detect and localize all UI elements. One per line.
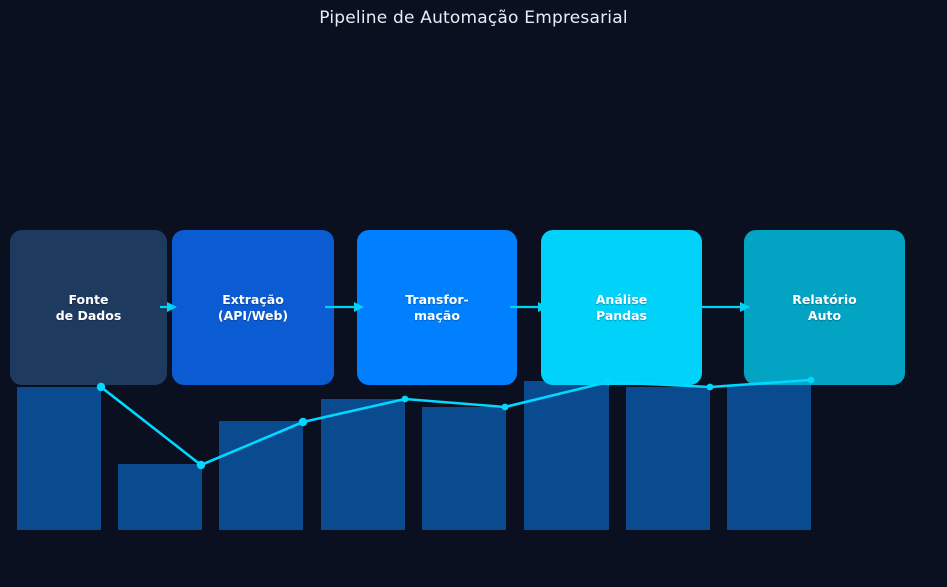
trend-line-marker [298,417,308,427]
trend-line-marker [96,382,106,392]
pipeline-stage-fonte-de-dados[interactable]: Fonte de Dados [10,230,167,385]
arrow-head-icon [167,302,177,312]
pipeline-stage-label: Análise Pandas [595,291,648,323]
pipeline-stage-relatorio-auto[interactable]: Relatório Auto [744,230,905,385]
pipeline-arrow-analise-pandas-to-relatorio-auto [695,302,750,312]
pipeline-stage-extracao-api-web[interactable]: Extração (API/Web) [172,230,334,385]
page-title: Pipeline de Automação Empresarial [319,8,628,28]
chart-bar [524,381,609,530]
chart-bar [727,385,811,530]
pipeline-stage-label: Transfor- mação [405,291,469,323]
arrow-head-icon [538,302,548,312]
chart-bar [118,464,202,530]
trend-line-marker [401,395,409,403]
pipeline-stage-label: Extração (API/Web) [217,291,289,323]
pipeline-arrow-fonte-de-dados-to-extracao-api-web [160,302,177,312]
arrow-head-icon [740,302,750,312]
chart-bar [321,399,405,530]
trend-line-path [99,378,813,467]
pipeline-stage-analise-pandas[interactable]: Análise Pandas [541,230,702,385]
trend-line-marker [604,378,612,386]
pipeline-stage-label: Relatório Auto [792,291,857,323]
trend-line-marker [807,376,815,384]
arrow-head-icon [354,302,364,312]
pipeline-stage-label: Fonte de Dados [55,291,122,323]
chart-bar [422,407,506,530]
pipeline-stage-transformacao[interactable]: Transfor- mação [357,230,517,385]
chart-bar [626,387,710,530]
trend-line-marker [501,403,509,411]
pipeline-arrow-extracao-api-web-to-transformacao [325,302,364,312]
chart-bar [17,387,101,530]
trend-line-marker [196,460,206,470]
trend-line-marker [706,383,714,391]
pipeline-arrow-transformacao-to-analise-pandas [510,302,548,312]
